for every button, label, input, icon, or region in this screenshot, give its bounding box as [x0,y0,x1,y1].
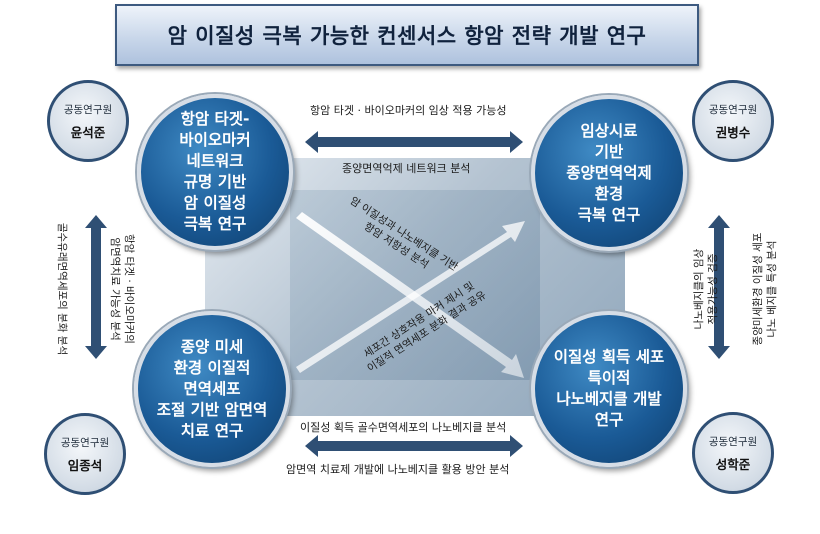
node-top-left-label: 항암 타겟- 바이오마커 네트워크 규명 기반 암 이질성 극복 연구 [179,110,251,233]
researcher-role: 공동연구원 [63,103,113,116]
left-double-arrow [85,215,107,359]
link-left-outer: 골수유래면역세포의 분화 분석 [56,222,68,356]
researcher-bottom-left: 공동연구원 임종석 [44,413,126,495]
title-banner: 암 이질성 극복 가능한 컨센서스 항암 전략 개발 연구 [115,4,699,66]
link-left-inner: 항암 타겟 · 바이오마커의 암면역치료 가능성 분석 [109,234,135,344]
researcher-top-left: 공동연구원 윤석준 [47,80,129,162]
diagonal-arrow-down [296,212,524,378]
node-bottom-right-label: 이질성 획득 세포 특이적 나노베지클 개발 연구 [553,348,665,429]
researcher-role: 공동연구원 [60,436,110,449]
link-right-outer: 종양미세환경 이질성 세포 나노 베지클 특성 분석 [752,232,778,346]
top-double-arrow [305,131,523,153]
link-top-above: 항암 타겟 · 바이오마커의 임상 적용 가능성 [310,104,507,117]
link-bottom-below: 암면역 치료제 개발에 나노베지클 활용 방안 분석 [286,463,510,476]
node-bottom-left: 종양 미세 환경 이질적 면역세포 조절 기반 암면역 치료 연구 [134,311,290,467]
node-bottom-left-label: 종양 미세 환경 이질적 면역세포 조절 기반 암면역 치료 연구 [156,337,268,440]
node-bottom-right: 이질성 획득 세포 특이적 나노베지클 개발 연구 [531,311,687,467]
right-double-arrow [708,215,730,359]
researcher-role: 공동연구원 [708,103,758,116]
researcher-name: 윤석준 [70,124,106,140]
researcher-name: 임종석 [67,457,103,473]
researcher-name: 권병수 [715,124,751,140]
node-top-right: 임상시료 기반 종양면역억제 환경 극복 연구 [531,95,687,251]
node-top-right-label: 임상시료 기반 종양면역억제 환경 극복 연구 [566,121,652,224]
researcher-name: 성학준 [715,456,751,472]
researcher-top-right: 공동연구원 권병수 [692,80,774,162]
researcher-role: 공동연구원 [708,435,758,448]
node-top-left: 항암 타겟- 바이오마커 네트워크 규명 기반 암 이질성 극복 연구 [137,94,293,250]
researcher-bottom-right: 공동연구원 성학준 [692,412,774,494]
page-title: 암 이질성 극복 가능한 컨센서스 항암 전략 개발 연구 [167,24,647,48]
link-top-below: 종양면역억제 네트워크 분석 [342,162,471,175]
link-right-inner: 나노베지클의 임상 적용가능성 검증 [693,248,719,330]
link-bottom-above: 이질성 획득 골수면역세포의 나노베지클 분석 [300,421,507,434]
bottom-double-arrow [305,435,523,457]
